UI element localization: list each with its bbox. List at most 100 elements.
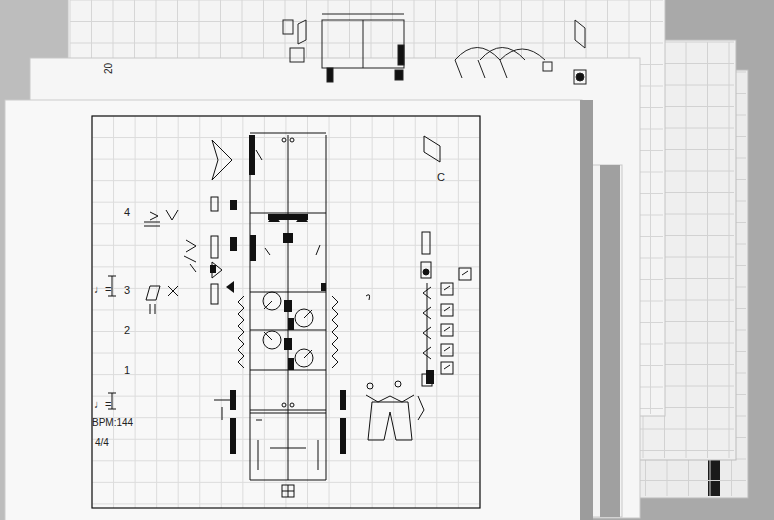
grid-lines-part	[92, 180, 480, 181]
measure-number-box: 3	[124, 280, 130, 298]
staff-symbols-part	[144, 210, 178, 226]
section-letter: C	[437, 171, 445, 183]
top-sheet-notation-part	[455, 60, 507, 78]
checkbox-column-part	[441, 304, 453, 316]
grid-lines-part	[393, 116, 394, 508]
staff-part	[250, 413, 326, 414]
score-frame-part	[92, 116, 480, 508]
grid-lines-part	[70, 0, 663, 1]
tempo-mark: ♩=	[94, 283, 111, 295]
staff-symbols-part	[211, 197, 218, 211]
staff-blocks-part	[426, 370, 434, 384]
grid-lines-part	[92, 137, 480, 138]
tempo-text: BPM:144	[92, 417, 133, 428]
figure-symbol-part	[366, 395, 414, 402]
grid-lines-part	[686, 42, 687, 458]
figure-symbol	[366, 381, 424, 440]
staff-symbols-part	[421, 262, 431, 278]
staff-blocks-part	[210, 265, 216, 273]
checkbox-column-part	[427, 283, 428, 370]
top-sheet-notation	[283, 14, 586, 84]
staff-blocks-part	[250, 235, 256, 261]
staff-symbols-part	[212, 262, 222, 278]
staff-symbols-part	[422, 374, 432, 386]
top-sheet-notation-part	[327, 68, 333, 82]
checkbox-column-part	[444, 286, 450, 290]
staff-part	[214, 400, 230, 401]
staff-part	[424, 136, 440, 162]
measure-number: 3	[124, 284, 130, 296]
tempo-brackets	[108, 276, 116, 409]
staff-blocks-part	[288, 358, 294, 370]
staff-symbols-part	[211, 284, 218, 304]
time-signature-box: 4/4	[95, 432, 109, 450]
staff-symbols-part	[423, 269, 429, 275]
figure-symbol-part	[418, 396, 424, 420]
grid-lines	[92, 116, 480, 508]
top-sheet-notation-part	[455, 48, 545, 61]
staff-blocks-part	[249, 135, 255, 175]
top-sheet-notation-part	[395, 70, 403, 80]
checkbox-column-part	[444, 347, 450, 351]
checkbox-column-part	[462, 271, 468, 275]
grid-lines-part	[624, 480, 746, 481]
measure-number-box: 1	[124, 360, 130, 378]
staff-blocks-part	[226, 281, 234, 293]
checkbox-column-part	[444, 365, 450, 369]
staff-blocks-part	[230, 237, 237, 251]
top-sheet-notation-part	[298, 20, 306, 44]
staff-symbols-part	[263, 292, 281, 310]
staff	[212, 133, 440, 497]
measure-number-box: 2	[124, 320, 130, 338]
tempo-text-box: BPM:144	[92, 412, 133, 430]
grid-lines-part	[92, 266, 480, 267]
staff-blocks-part	[340, 418, 346, 454]
staff-symbols-part	[422, 232, 430, 254]
staff-symbols-part	[295, 309, 313, 327]
grid-lines-part	[264, 116, 265, 508]
grid-lines-part	[92, 417, 480, 418]
sheets-part	[600, 165, 620, 517]
staff-part	[250, 410, 326, 411]
checkbox-column-part	[444, 327, 450, 331]
staff-symbols-part	[256, 150, 320, 255]
staff-symbols-part	[295, 349, 313, 367]
staff-symbols-part	[290, 138, 294, 142]
section-letter-box: C	[437, 167, 445, 185]
tempo-mark: ♩=	[94, 398, 111, 410]
staff-symbols-part	[304, 310, 312, 318]
figure-symbol-part	[368, 402, 412, 440]
score-frame	[92, 116, 480, 508]
staff-symbols-part	[282, 138, 286, 142]
checkbox-column-part	[441, 324, 453, 336]
top-sheet-notation-part	[574, 70, 586, 84]
grid-lines-part	[372, 116, 373, 508]
staff-blocks-part	[230, 390, 236, 410]
grid-lines-part	[92, 353, 480, 354]
top-sheet-notation-part	[290, 48, 304, 62]
staff-part	[326, 135, 327, 480]
grid-lines-part	[92, 288, 480, 289]
grid-lines-part	[650, 0, 651, 414]
staff-blocks-part	[340, 390, 346, 410]
grid-lines-part	[156, 116, 157, 508]
staff-symbols-part	[282, 403, 286, 407]
grid-lines-part	[199, 116, 200, 508]
staff-blocks-part	[321, 283, 326, 291]
checkbox-column-part	[441, 362, 453, 374]
checkbox-column-part	[441, 283, 453, 295]
staff-symbols-part	[366, 295, 370, 300]
grid-lines-part	[707, 42, 708, 458]
page-number-box: 20	[98, 63, 116, 74]
staff-symbols-part	[184, 240, 196, 272]
measure-number: 2	[124, 324, 130, 336]
staff-blocks-part	[288, 318, 294, 330]
staff-part	[250, 133, 326, 134]
sheets-part	[5, 100, 582, 520]
staff-blocks-part	[284, 300, 292, 312]
grid-lines-part	[415, 116, 416, 508]
staff-blocks-part	[230, 418, 236, 454]
staff-symbols-part	[264, 332, 272, 340]
top-sheet-notation-part	[283, 20, 293, 34]
measure-number-box: 4	[124, 202, 130, 220]
